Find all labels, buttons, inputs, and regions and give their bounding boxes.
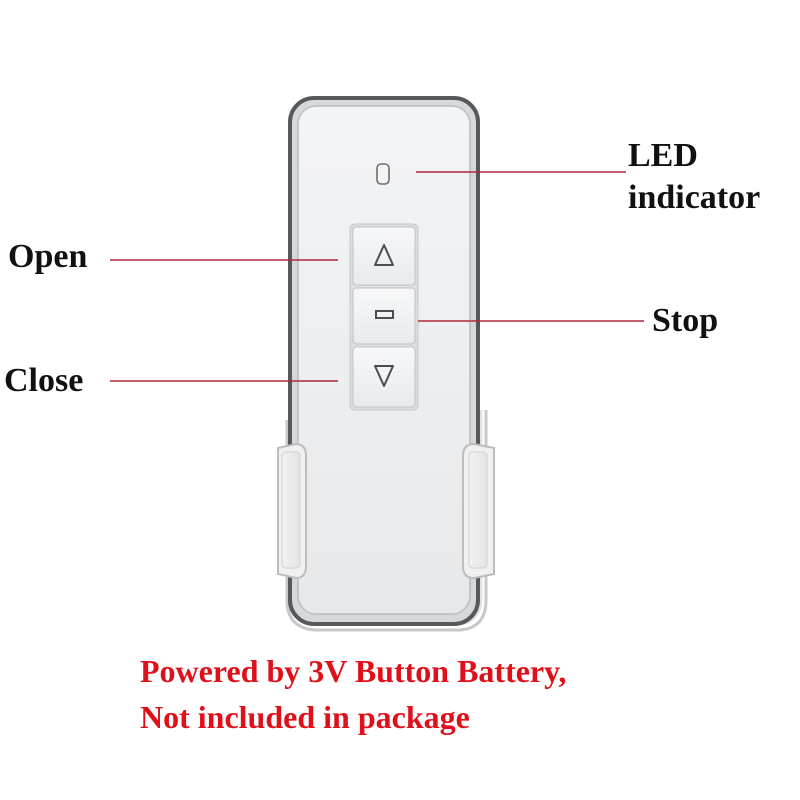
battery-note-line1: Powered by 3V Button Battery,: [140, 653, 567, 689]
led-indicator-label: LED indicator: [628, 135, 760, 219]
up-button[interactable]: [352, 226, 416, 286]
close-label: Close: [4, 362, 84, 399]
led-indicator-icon: [376, 163, 390, 185]
open-label: Open: [8, 238, 88, 275]
stop-button[interactable]: [352, 287, 416, 345]
down-button[interactable]: [352, 346, 416, 408]
left-clip: [277, 442, 307, 580]
rectangle-icon: [375, 310, 394, 319]
right-clip: [462, 442, 495, 580]
stop-label: Stop: [652, 302, 719, 339]
battery-note: Powered by 3V Button Battery, Not includ…: [140, 648, 566, 740]
battery-note-line2: Not included in package: [140, 699, 470, 735]
led-label-line2: indicator: [628, 179, 761, 216]
triangle-up-icon: [374, 244, 394, 266]
triangle-down-icon: [374, 365, 394, 387]
led-label-line1: LED: [628, 137, 698, 174]
leader-lines: [110, 171, 644, 382]
